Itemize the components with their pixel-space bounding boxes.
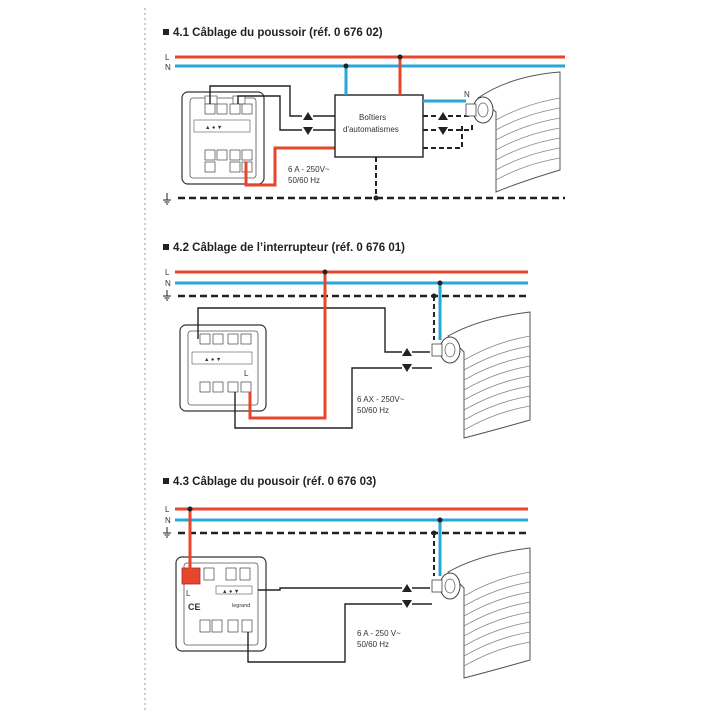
rating-line-2: 50/60 Hz bbox=[288, 176, 320, 185]
section-title: 4.3 Câblage du pousoir (réf. 0 676 03) bbox=[173, 476, 376, 488]
module-brand: legrand bbox=[232, 603, 250, 609]
box-label-1: Boîtiers bbox=[359, 113, 386, 122]
motor-down-link bbox=[448, 124, 473, 131]
line-l-label: L bbox=[165, 268, 170, 277]
shutter-motor-icon bbox=[431, 547, 531, 679]
rating-line-1: 6 AX - 250V~ bbox=[357, 395, 405, 404]
shutter-motor-icon bbox=[465, 71, 561, 193]
section-bullet bbox=[163, 29, 169, 35]
phase-feed-wire bbox=[248, 272, 327, 420]
section-bullet bbox=[163, 478, 169, 484]
line-n-label: N bbox=[165, 279, 171, 288]
phase-feed-wire bbox=[244, 146, 335, 187]
down-arrow-icon bbox=[402, 364, 412, 372]
motor-earth-link bbox=[423, 126, 463, 149]
module-l-label: L bbox=[244, 369, 249, 378]
line-n-label: N bbox=[165, 63, 171, 72]
up-control-wire bbox=[258, 587, 402, 591]
box-label-2: d'automatismes bbox=[343, 125, 399, 134]
module-l-label: L bbox=[186, 589, 191, 598]
down-control-wire bbox=[234, 367, 402, 429]
rating-line-2: 50/60 Hz bbox=[357, 406, 389, 415]
up-control-wire bbox=[209, 85, 302, 117]
up-control-wire bbox=[197, 307, 402, 353]
section-title: 4.1 Câblage du poussoir (réf. 0 676 02) bbox=[173, 27, 383, 39]
automation-box bbox=[334, 94, 424, 158]
section-bullet bbox=[163, 244, 169, 250]
earth-ground-icon bbox=[163, 527, 171, 538]
down-arrow-icon bbox=[402, 600, 412, 608]
down-control-wire bbox=[247, 603, 402, 663]
down-arrow-icon bbox=[303, 127, 313, 135]
section-title: 4.2 Câblage de l’interrupteur (réf. 0 67… bbox=[173, 242, 405, 254]
up-arrow-icon bbox=[402, 584, 412, 592]
down-control-wire bbox=[237, 95, 302, 131]
up-arrow-icon bbox=[438, 112, 448, 120]
section-4-3: 4.3 Câblage du pousoir (réf. 0 676 03) L… bbox=[163, 476, 531, 679]
up-arrow-icon bbox=[303, 112, 313, 120]
pushbutton-module: L ▲ ● ▼ CE legrand bbox=[175, 556, 267, 652]
svg-text:▲ ● ▼: ▲ ● ▼ bbox=[204, 357, 221, 363]
up-arrow-icon bbox=[402, 348, 412, 356]
earth-ground-icon bbox=[163, 290, 171, 301]
module-ce-mark: CE bbox=[188, 602, 201, 612]
line-l-label: L bbox=[165, 505, 170, 514]
line-n-label: N bbox=[165, 516, 171, 525]
rating-line-2: 50/60 Hz bbox=[357, 640, 389, 649]
earth-ground-icon bbox=[163, 193, 171, 205]
section-4-1: 4.1 Câblage du poussoir (réf. 0 676 02) … bbox=[163, 27, 565, 205]
motor-n-label: N bbox=[464, 90, 470, 99]
pushbutton-module: ▲ ● ▼ bbox=[181, 91, 265, 185]
rating-line-1: 6 A - 250 V~ bbox=[357, 629, 401, 638]
line-l-label: L bbox=[165, 53, 170, 62]
rating-line-1: 6 A - 250V~ bbox=[288, 165, 330, 174]
svg-text:▲ ● ▼: ▲ ● ▼ bbox=[222, 589, 239, 595]
switch-module: ▲ ● ▼ L bbox=[179, 324, 267, 412]
shutter-motor-icon bbox=[431, 311, 531, 439]
section-4-2: 4.2 Câblage de l’interrupteur (réf. 0 67… bbox=[163, 242, 531, 439]
down-arrow-icon bbox=[438, 127, 448, 135]
svg-text:▲ ● ▼: ▲ ● ▼ bbox=[205, 125, 222, 131]
